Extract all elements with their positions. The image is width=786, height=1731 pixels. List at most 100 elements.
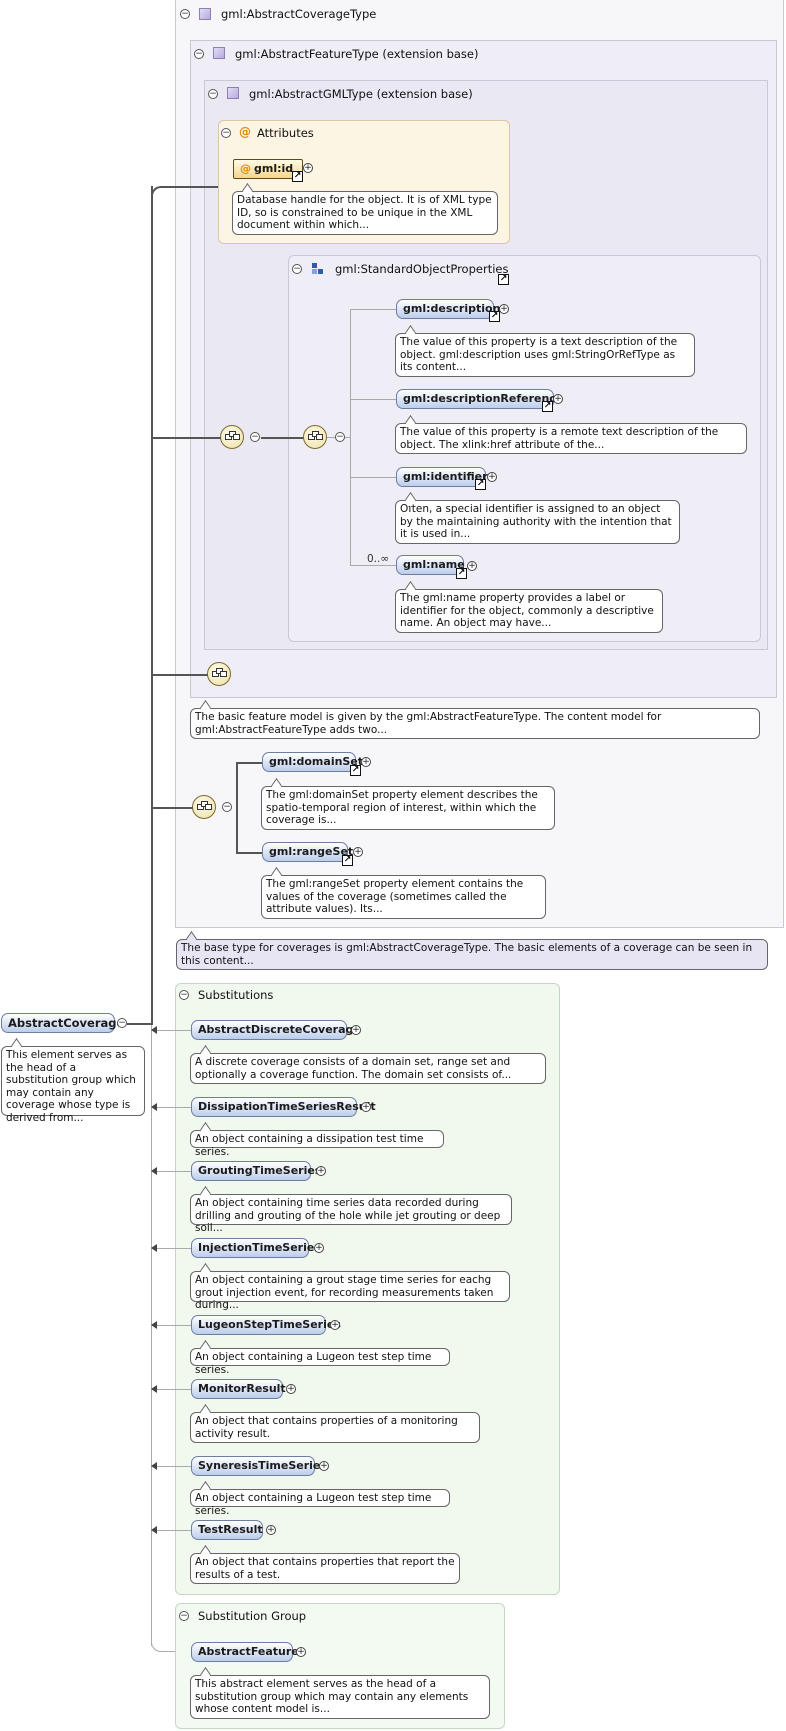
connector-line bbox=[157, 1030, 192, 1031]
abstract-feature-doc: This abstract element serves as the head… bbox=[190, 1675, 490, 1719]
collapse-feature-type-toggle[interactable]: − bbox=[194, 49, 204, 59]
collapse-root-toggle[interactable]: − bbox=[117, 1018, 127, 1028]
connector-line bbox=[350, 309, 396, 310]
link-icon[interactable]: ↗ bbox=[456, 568, 467, 579]
connector-line bbox=[261, 437, 304, 439]
sequence-compositor-icon[interactable] bbox=[207, 662, 231, 686]
gml-id-doc: Database handle for the object. It is of… bbox=[232, 191, 498, 235]
complex-type-icon bbox=[199, 8, 211, 20]
substitution-dissipation-time-series-result[interactable]: DissipationTimeSeriesResult bbox=[191, 1097, 376, 1117]
link-icon[interactable]: ↗ bbox=[498, 274, 509, 285]
expand-substitution-toggle[interactable]: + bbox=[266, 1525, 276, 1535]
expand-substitution-toggle[interactable]: + bbox=[351, 1025, 361, 1035]
abstract-coverage-element[interactable]: AbstractCoverage bbox=[1, 1013, 124, 1033]
connector-line bbox=[127, 1023, 153, 1025]
link-icon[interactable]: ↗ bbox=[350, 765, 361, 776]
gml-domain-set-doc: The gml:domainSet property element descr… bbox=[261, 786, 555, 830]
sequence-compositor-icon[interactable] bbox=[192, 795, 216, 819]
collapse-substitutions-toggle[interactable]: − bbox=[179, 990, 189, 1000]
attributes-title: Attributes bbox=[257, 126, 314, 140]
connector-line bbox=[157, 1171, 192, 1172]
connector-line bbox=[157, 1466, 192, 1467]
sequence-compositor-icon[interactable] bbox=[220, 425, 244, 449]
expand-substitution-toggle[interactable]: + bbox=[330, 1320, 340, 1330]
collapse-gml-type-toggle[interactable]: − bbox=[208, 89, 218, 99]
connector-line bbox=[350, 565, 396, 566]
collapse-sequence-toggle[interactable]: − bbox=[335, 432, 345, 442]
expand-name-toggle[interactable]: + bbox=[467, 561, 477, 571]
gml-description-reference-element[interactable]: gml:descriptionReference bbox=[396, 389, 563, 409]
expand-substitution-toggle[interactable]: + bbox=[361, 1102, 371, 1112]
connector-line bbox=[350, 399, 396, 400]
gml-name-element[interactable]: gml:name bbox=[396, 555, 465, 575]
expand-description-toggle[interactable]: + bbox=[499, 304, 509, 314]
expand-gml-id-toggle[interactable]: + bbox=[303, 163, 313, 173]
expand-substitution-toggle[interactable]: + bbox=[319, 1461, 329, 1471]
expand-description-reference-toggle[interactable]: + bbox=[553, 394, 563, 404]
expand-abstract-feature-toggle[interactable]: + bbox=[296, 1647, 306, 1657]
substitution-syneresis-time-series[interactable]: SyneresisTimeSeries bbox=[191, 1456, 327, 1476]
substitution-monitor-result[interactable]: MonitorResult bbox=[191, 1379, 286, 1399]
attribute-at-icon: @ bbox=[239, 125, 251, 139]
substitution-test-result[interactable]: TestResult bbox=[191, 1520, 263, 1540]
coverage-type-doc: The base type for coverages is gml:Abstr… bbox=[176, 939, 768, 970]
arrow-icon bbox=[151, 1103, 157, 1111]
link-icon[interactable]: ↗ bbox=[475, 479, 486, 490]
expand-identifier-toggle[interactable]: + bbox=[487, 472, 497, 482]
feature-type-doc: The basic feature model is given by the … bbox=[190, 708, 760, 739]
gml-id-attribute[interactable]: @gml:id bbox=[233, 159, 303, 179]
collapse-sequence-toggle[interactable]: − bbox=[222, 802, 232, 812]
gml-identifier-doc: Often, a special identifier is assigned … bbox=[395, 500, 680, 544]
substitution-grouting-time-series[interactable]: GroutingTimeSeries bbox=[191, 1161, 321, 1181]
substitution-abstract-discrete-coverage[interactable]: AbstractDiscreteCoverage bbox=[191, 1020, 361, 1040]
collapse-substitution-group-toggle[interactable]: − bbox=[179, 1611, 189, 1621]
arrow-icon bbox=[151, 1321, 157, 1329]
substitution-injection-time-series[interactable]: InjectionTimeSeries bbox=[191, 1238, 321, 1258]
expand-substitution-toggle[interactable]: + bbox=[286, 1384, 296, 1394]
connector-line bbox=[160, 186, 218, 188]
expand-domain-set-toggle[interactable]: + bbox=[361, 757, 371, 767]
sequence-compositor-icon[interactable] bbox=[303, 425, 327, 449]
substitutions-title: Substitutions bbox=[198, 988, 274, 1002]
arrow-icon bbox=[151, 1167, 157, 1175]
coverage-type-title: gml:AbstractCoverageType bbox=[221, 7, 377, 21]
connector-line bbox=[157, 1389, 192, 1390]
link-icon[interactable]: ↗ bbox=[342, 855, 353, 866]
collapse-sequence-toggle[interactable]: − bbox=[250, 432, 260, 442]
connector-line bbox=[151, 1025, 152, 1646]
collapse-coverage-type-toggle[interactable]: − bbox=[180, 9, 190, 19]
arrow-icon bbox=[151, 1026, 157, 1034]
connector-line bbox=[157, 1248, 192, 1249]
gml-range-set-element[interactable]: gml:rangeSet bbox=[262, 842, 353, 862]
gml-id-label: gml:id bbox=[254, 162, 294, 175]
substitution-doc: An object containing a grout stage time … bbox=[190, 1271, 510, 1311]
expand-range-set-toggle[interactable]: + bbox=[353, 847, 363, 857]
gml-identifier-element[interactable]: gml:identifier bbox=[396, 467, 488, 487]
arrow-icon bbox=[151, 1462, 157, 1470]
gml-description-element[interactable]: gml:description bbox=[396, 299, 500, 319]
substitution-doc: An object containing time series data re… bbox=[190, 1194, 512, 1234]
gml-name-cardinality: 0..∞ bbox=[367, 553, 390, 565]
substitution-doc: An object containing a dissipation test … bbox=[190, 1130, 444, 1158]
expand-substitution-toggle[interactable]: + bbox=[314, 1243, 324, 1253]
connector-line bbox=[151, 437, 221, 439]
group-icon bbox=[312, 263, 324, 275]
gml-type-title: gml:AbstractGMLType (extension base) bbox=[249, 87, 473, 101]
connector-line bbox=[157, 1325, 192, 1326]
arrow-icon bbox=[151, 1244, 157, 1252]
link-icon[interactable]: ↗ bbox=[542, 401, 553, 412]
complex-type-icon bbox=[227, 87, 239, 99]
connector-line bbox=[236, 762, 238, 852]
gml-domain-set-element[interactable]: gml:domainSet bbox=[262, 752, 363, 772]
link-icon[interactable]: ↗ bbox=[489, 311, 500, 322]
connector-line bbox=[151, 674, 208, 676]
substitution-group-abstract-feature[interactable]: AbstractFeature bbox=[191, 1642, 299, 1662]
collapse-standard-props-toggle[interactable]: − bbox=[292, 264, 302, 274]
link-icon[interactable]: ↗ bbox=[292, 171, 303, 182]
connector-line bbox=[157, 1530, 192, 1531]
connector-corner bbox=[151, 186, 163, 198]
expand-substitution-toggle[interactable]: + bbox=[316, 1166, 326, 1176]
arrow-icon bbox=[151, 1385, 157, 1393]
collapse-attributes-toggle[interactable]: − bbox=[221, 128, 231, 138]
substitution-lugeon-step-time-series[interactable]: LugeonStepTimeSeries bbox=[191, 1315, 341, 1335]
